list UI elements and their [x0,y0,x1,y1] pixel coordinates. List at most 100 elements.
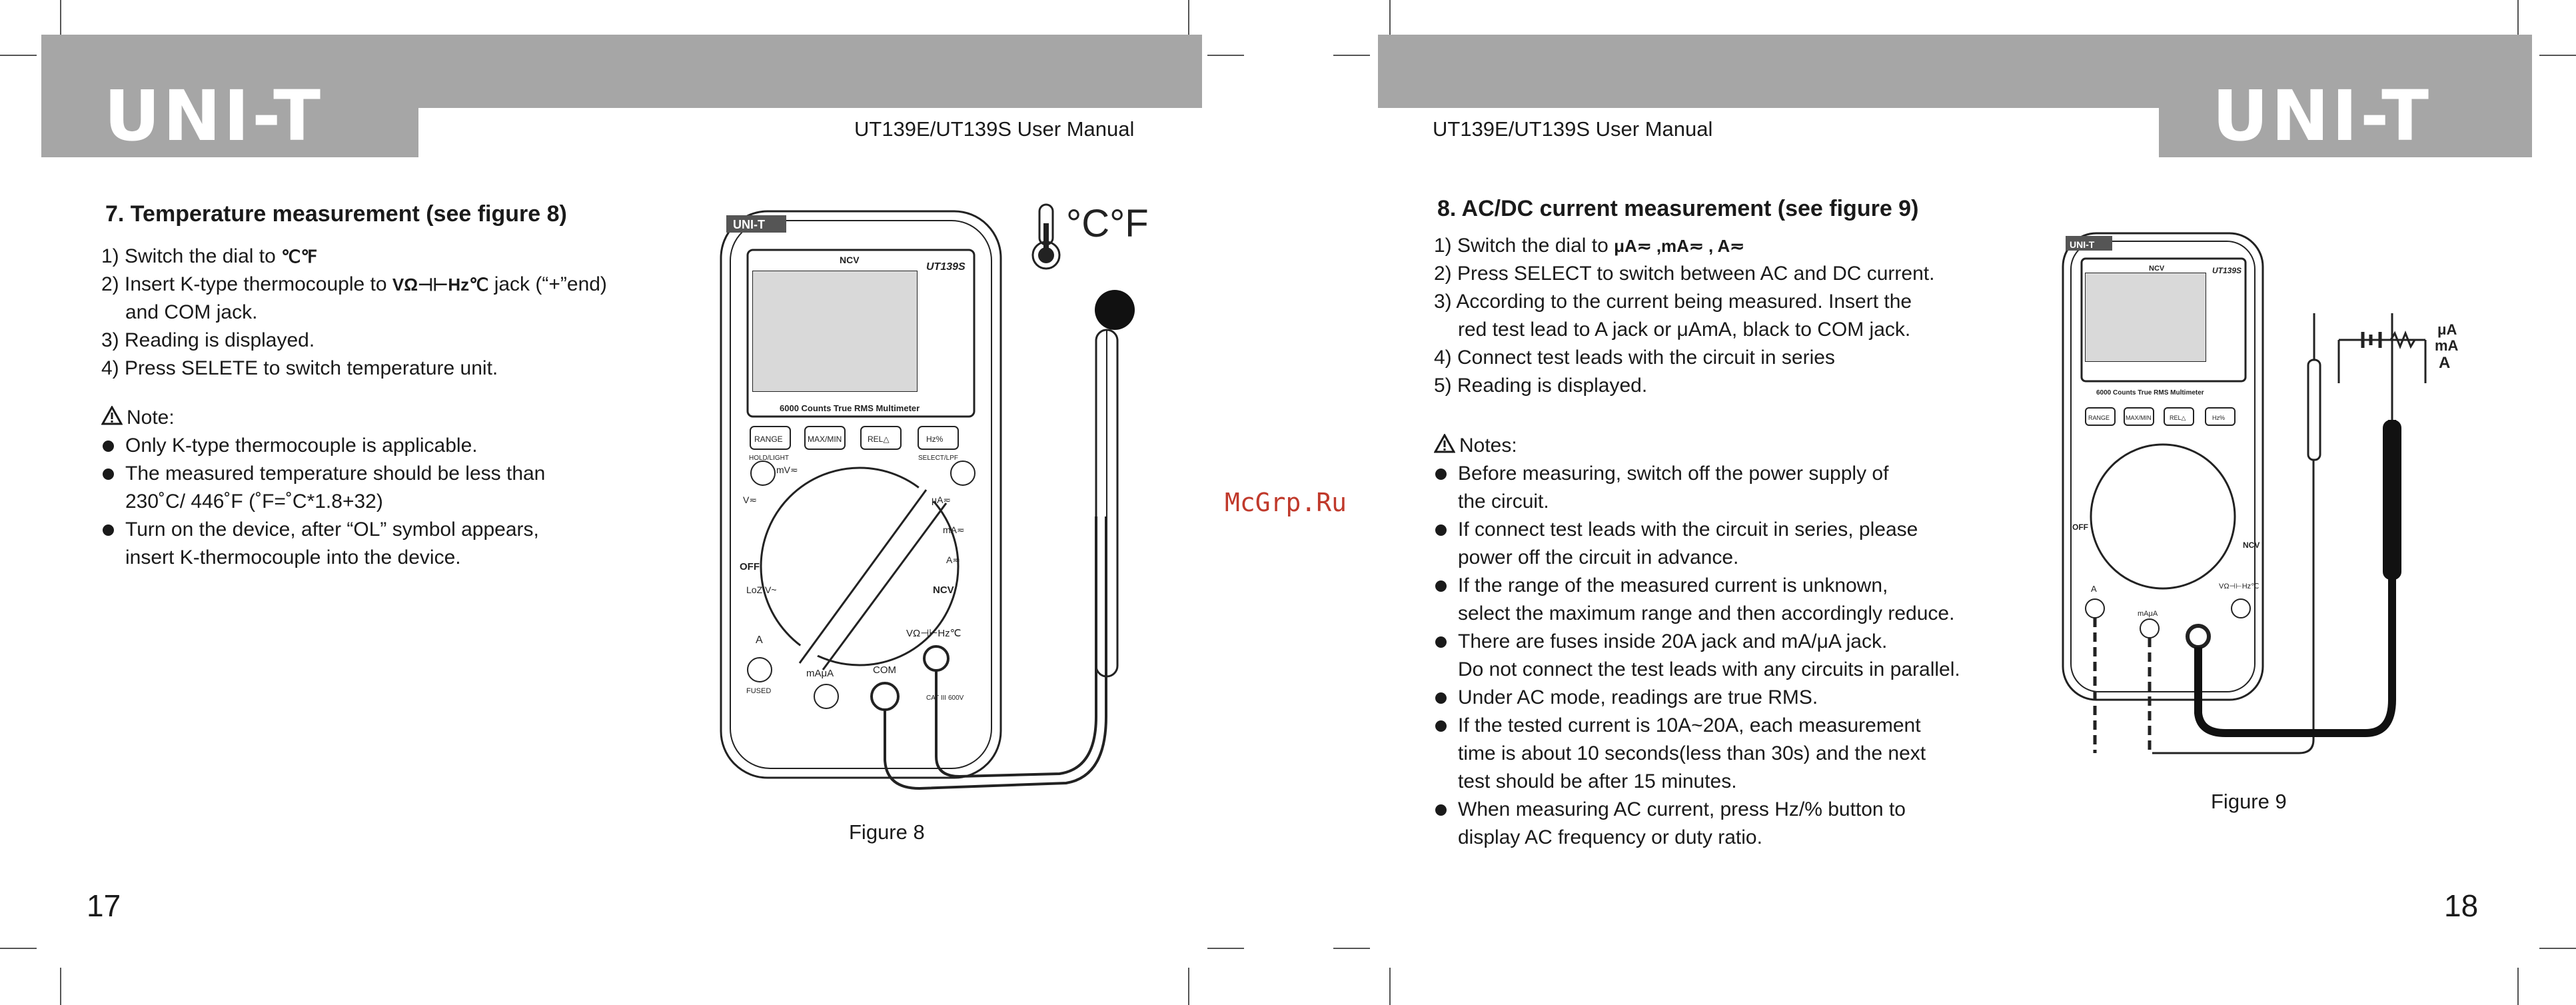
meter-ncv: NCV [2149,265,2165,273]
notes-block: Note: Only K-type thermocouple is applic… [101,404,545,572]
button-sublabel: HOLD/LIGHT [749,455,789,462]
meter-caption: 6000 Counts True RMS Multimeter [2096,389,2204,397]
dial-label: OFF [740,561,760,572]
note-item: Before measuring, switch off the power s… [1434,460,1960,516]
page-number: 18 [2444,888,2479,923]
steps-list: 1) Switch the dial to ℃℉ 2) Insert K-typ… [101,243,607,383]
button-label: RANGE [2088,415,2110,421]
figure-9-illustration: UNI-T NCV UT139S 6000 Counts True RMS Mu… [2062,232,2459,754]
page-number: 17 [87,888,121,923]
current-label: mA [2435,337,2459,354]
step-line: 2) Insert K-type thermocouple to VΩ⊣⊢Hz℃… [101,273,607,295]
dial-label: NCV [933,584,954,596]
crop-mark [1333,948,1370,949]
header-band [1378,35,2532,108]
section-title: 7. Temperature measurement (see figure 8… [105,201,567,227]
watermark: McGrp.Ru [1225,488,1347,517]
fused-label: FUSED [746,687,771,695]
jack-label: VΩ⊣⊢Hz℃ [2219,582,2259,590]
warning-icon [1434,434,1455,453]
note-item: When measuring AC current, press Hz/% bu… [1434,796,1960,852]
step-line: 2) Press SELECT to switch between AC and… [1434,263,1935,285]
note-item: If the range of the measured current is … [1434,572,1960,628]
steps-list: 1) Switch the dial to μA≂ ,mA≂ , A≂ 2) P… [1434,232,1934,400]
button-label: REL△ [868,435,890,444]
step-line: and COM jack. [125,301,258,323]
dial-label: LoZ V~ [746,584,777,595]
figure-caption: Figure 9 [2211,790,2287,813]
crop-mark [1333,55,1370,56]
current-label: μA [2437,321,2457,338]
temperature-symbol: °C°F [1066,202,1149,245]
crop-mark [1389,0,1391,37]
meter-model: UT139S [2212,266,2242,275]
crop-mark [60,0,61,37]
warning-icon [101,406,123,425]
note-item: If the tested current is 10A~20A, each m… [1434,712,1960,796]
jack-label: A [2091,584,2097,594]
brand-logo: UNI-T [104,75,324,157]
step-line: 1) Switch the dial to μA≂ ,mA≂ , A≂ [1434,235,1745,257]
current-label: A [2439,354,2450,372]
button-label: RANGE [754,435,783,444]
step-line: 4) Connect test leads with the circuit i… [1434,347,1835,369]
crop-mark [2539,55,2576,56]
meter-brand: UNI-T [2070,239,2095,250]
meter-brand: UNI-T [733,218,765,231]
jack-label: COM [873,664,896,676]
note-item: Under AC mode, readings are true RMS. [1434,684,1960,712]
dial-label: OFF [2072,522,2088,532]
header-title: UT139E/UT139S User Manual [1433,117,1713,141]
notes-block: Notes: Before measuring, switch off the … [1434,432,1960,852]
meter-model: UT139S [926,261,966,273]
step-line: 4) Press SELETE to switch temperature un… [101,357,498,379]
dial-label: NCV [2243,540,2259,550]
header-title: UT139E/UT139S User Manual [854,117,1135,141]
step-line: 1) Switch the dial to ℃℉ [101,245,318,267]
step-line: 3) According to the current being measur… [1434,291,1912,313]
header-band [41,35,1202,108]
crop-mark [1389,968,1391,1005]
crop-mark [0,55,37,56]
dial-label: mV≂ [776,465,798,475]
dial-label: mA≂ [943,524,965,535]
dial-label: μA≂ [932,495,951,505]
jack-label: mAμA [2138,610,2158,618]
header-band [41,107,418,157]
crop-mark [2517,968,2519,1005]
crop-mark [2517,0,2519,37]
jack-label: mAμA [806,668,834,679]
dial-label: A≂ [946,554,960,565]
cat-label: CAT III 600V [926,694,964,702]
crop-mark [1188,0,1189,37]
crop-mark [60,968,61,1005]
meter-ncv: NCV [840,255,860,265]
step-line: 3) Reading is displayed. [101,329,315,351]
note-heading: Note: [101,404,545,432]
jack-label: VΩ⊣⊢Hz℃ [906,628,962,639]
button-sublabel: SELECT/LPF [918,455,958,462]
meter-caption: 6000 Counts True RMS Multimeter [780,403,920,413]
step-line: red test lead to A jack or μAmA, black t… [1458,319,1911,341]
note-item: Turn on the device, after “OL” symbol ap… [101,516,545,572]
brand-logo: UNI-T [2212,75,2432,157]
jack-label: A [756,634,763,646]
crop-mark [1207,948,1244,949]
button-label: REL△ [2170,415,2186,421]
dial-label: V≂ [743,495,757,505]
crop-mark [1207,55,1244,56]
header-band [2159,107,2532,157]
figure-8-illustration: UNI-T NCV UT139S 6000 Counts True RMS Mu… [720,202,1149,790]
crop-mark [0,948,37,949]
note-item: The measured temperature should be less … [101,460,545,516]
note-item: There are fuses inside 20A jack and mA/μ… [1434,628,1960,684]
figure-caption: Figure 8 [849,820,925,844]
button-label: Hz% [926,435,944,444]
step-line: 5) Reading is displayed. [1434,375,1648,397]
note-item: Only K-type thermocouple is applicable. [101,432,545,460]
button-label: MAX/MIN [2126,415,2152,421]
button-label: Hz% [2212,415,2225,421]
crop-mark [1188,968,1189,1005]
note-heading: Notes: [1434,432,1960,460]
note-item: If connect test leads with the circuit i… [1434,516,1960,572]
